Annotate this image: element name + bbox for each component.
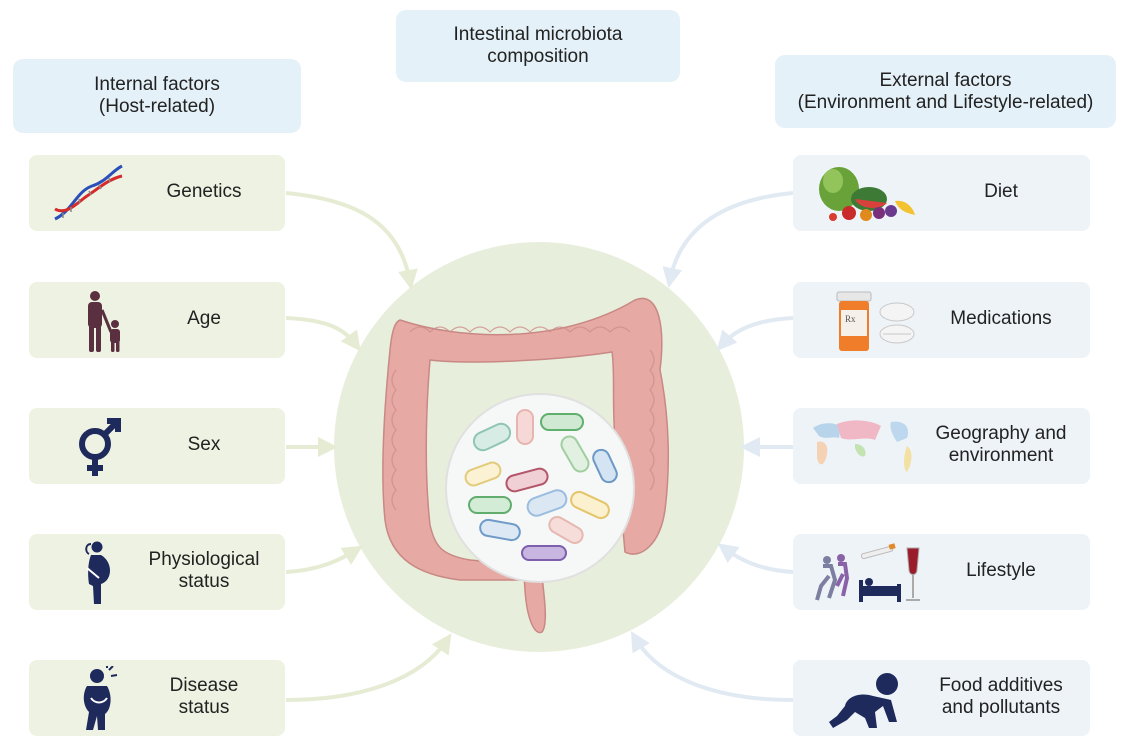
internal-header-line1: Internal factors (94, 74, 220, 95)
factor-label-line1: Sex (187, 434, 221, 455)
factor-label-line1: Medications (950, 308, 1052, 329)
factor-label-disease-status: Disease status (129, 675, 279, 719)
factor-label-line1: Disease (169, 675, 239, 696)
factor-label-medications: Medications (921, 308, 1081, 330)
factor-label-food-additives: Food additives and pollutants (921, 675, 1081, 719)
factor-label-line2: status (178, 697, 230, 718)
factor-label-line1: Lifestyle (966, 560, 1036, 581)
factor-label-genetics: Genetics (129, 181, 279, 203)
external-arrows (630, 191, 794, 702)
factor-label-physiological-status: Physiological status (129, 549, 279, 593)
factor-label-line1: Diet (984, 181, 1018, 202)
internal-factor-disease-status: Disease status (29, 660, 285, 736)
internal-factor-age: Age (29, 282, 285, 358)
internal-factor-genetics: Genetics (29, 155, 285, 231)
center-title-box: Intestinal microbiota composition (396, 10, 680, 82)
external-factor-geography: Geography and environment (793, 408, 1090, 484)
internal-arrows (285, 191, 452, 702)
factor-label-line1: Age (187, 308, 221, 329)
factor-label-line2: and pollutants (941, 697, 1061, 718)
factor-label-line1: Genetics (166, 181, 242, 202)
external-header-line2: (Environment and Lifestyle-related) (797, 91, 1094, 113)
svg-text:Rx: Rx (845, 314, 856, 324)
factor-label-geography: Geography and environment (921, 423, 1081, 467)
factor-label-age: Age (129, 308, 279, 330)
center-title-line1: Intestinal microbiota (453, 24, 623, 45)
pregnant-woman-icon (85, 541, 110, 604)
factor-label-diet: Diet (921, 181, 1081, 203)
internal-header-line2: (Host-related) (98, 96, 216, 117)
external-header-line1: External factors (879, 69, 1012, 91)
vegetables-fruits-icon (819, 167, 915, 221)
lifestyle-icon (815, 543, 920, 602)
external-factor-diet: Diet (793, 155, 1090, 231)
factor-label-line1: Food additives (939, 675, 1063, 696)
factor-label-lifestyle: Lifestyle (921, 560, 1081, 582)
factor-label-sex: Sex (129, 434, 279, 456)
crawling-baby-icon (829, 673, 898, 728)
adult-child-icon (88, 291, 120, 352)
bacteria-icons (464, 409, 618, 561)
center-title-line2: composition (487, 46, 589, 67)
factor-label-line2: status (178, 571, 230, 592)
dna-icon (54, 164, 123, 221)
sick-person-icon (83, 666, 118, 730)
external-factor-lifestyle: Lifestyle (793, 534, 1090, 610)
pill-bottle-icon: Rx (836, 291, 915, 351)
external-header-box: External factors (Environment and Lifest… (775, 55, 1116, 128)
internal-factor-physiological-status: Physiological status (29, 534, 285, 610)
external-factor-food-additives: Food additives and pollutants (793, 660, 1090, 736)
external-factor-medications: Rx Medications (793, 282, 1090, 358)
internal-header-box: Internal factors (Host-related) (13, 59, 301, 133)
sex-symbol-icon (79, 418, 121, 476)
factor-label-line1: Physiological (148, 549, 260, 570)
factor-label-line1: Geography and (935, 423, 1067, 444)
world-map-icon (813, 420, 912, 472)
internal-factor-sex: Sex (29, 408, 285, 484)
factor-label-line2: environment (948, 445, 1054, 466)
